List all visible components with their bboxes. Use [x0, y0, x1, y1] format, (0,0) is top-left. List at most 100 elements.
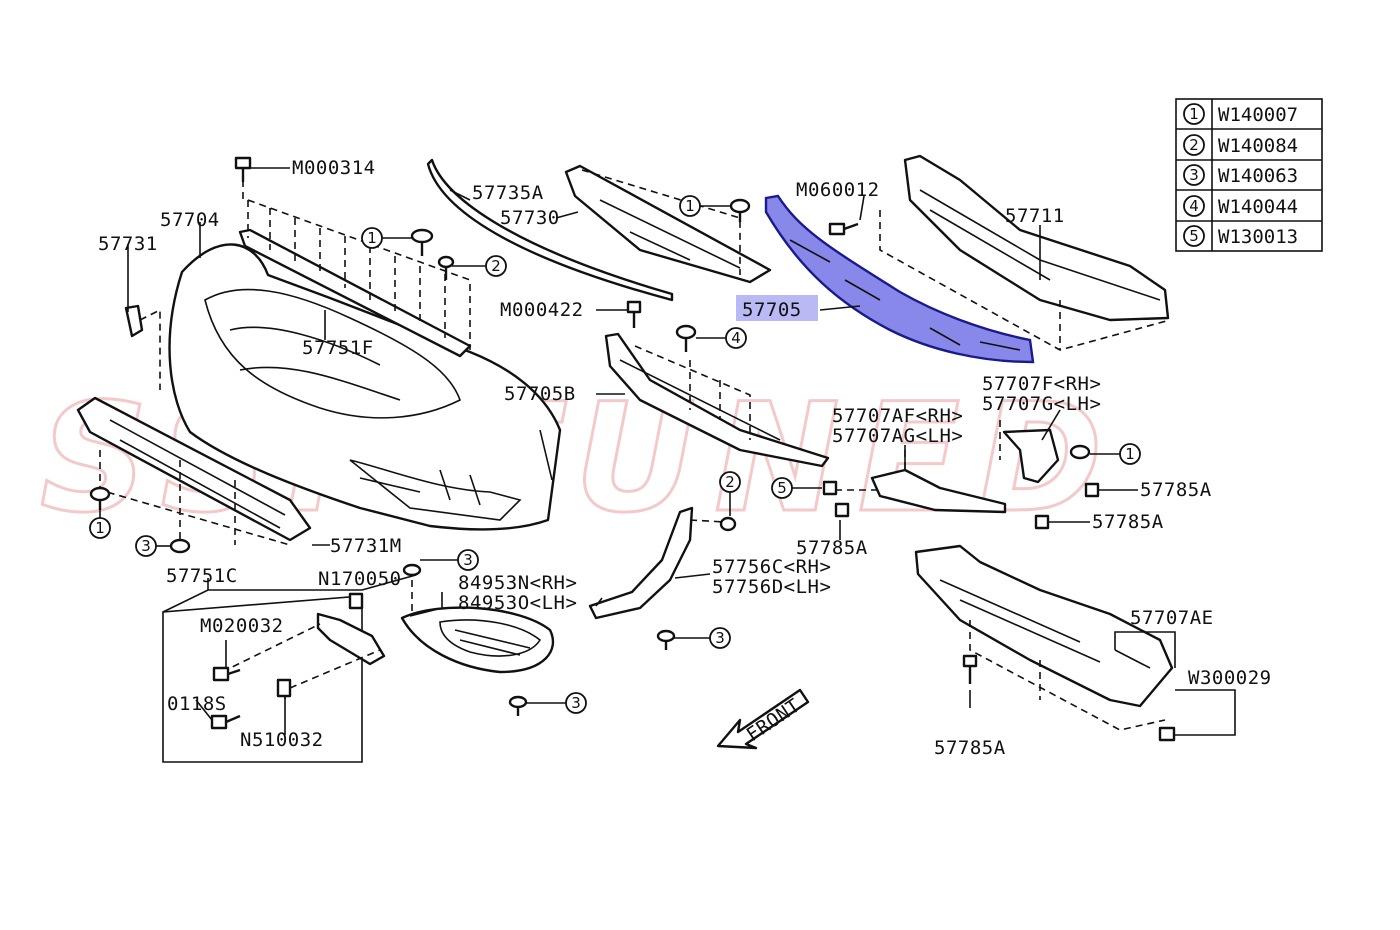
clip-icon [402, 563, 422, 577]
clip-icon [169, 538, 191, 554]
svg-text:3: 3 [463, 551, 473, 569]
callout-4: 4 [696, 327, 747, 349]
label-m060012: M060012 [796, 179, 880, 201]
label-m000314: M000314 [292, 157, 376, 179]
svg-text:W140084: W140084 [1218, 135, 1298, 157]
undercover-57707ae [914, 544, 1174, 731]
clip-icon [656, 629, 676, 650]
side-bracket-57707f [999, 420, 1060, 484]
callout-5: 5 [771, 477, 822, 499]
clip-icon [675, 324, 697, 352]
clip-icon [508, 695, 528, 716]
reinforcement-57711 [879, 154, 1171, 351]
svg-text:2: 2 [725, 473, 735, 491]
clip-icon [719, 516, 737, 532]
bolt-icon [212, 666, 241, 682]
label-57756c: 57756C<RH> [712, 556, 831, 578]
label-57705b: 57705B [504, 383, 576, 405]
svg-text:1: 1 [95, 519, 105, 537]
legend-row: 3 W140063 [1183, 164, 1298, 187]
label-n510032: N510032 [240, 729, 324, 751]
grille-strip-57751f [238, 180, 472, 358]
label-57735a: 57735A [472, 182, 544, 204]
highlight-label-bg [736, 295, 818, 321]
label-57730: 57730 [500, 207, 560, 229]
legend-table: 1 W140007 2 W140084 3 W140063 4 W140044 … [1175, 98, 1323, 252]
label-84953n: 84953N<RH> [458, 572, 577, 594]
bolt-icon [234, 156, 252, 182]
legend-row: 4 W140044 [1183, 195, 1298, 218]
label-57785a: 57785A [796, 537, 868, 559]
callout-1: 1 [679, 195, 730, 217]
callout-1: 1 [361, 227, 412, 249]
bumper-cover-57704 [168, 243, 562, 531]
svg-text:2: 2 [1189, 136, 1199, 154]
clip-icon [729, 198, 751, 222]
callout-2: 2 [719, 471, 741, 516]
label-57785a: 57785A [934, 737, 1006, 759]
label-57785a: 57785A [1140, 479, 1212, 501]
callout-3: 3 [674, 627, 731, 649]
front-label: FRONT [742, 695, 804, 747]
legend-row: 1 W140007 [1183, 103, 1298, 126]
clip-icon [410, 228, 434, 256]
bolt-icon [1084, 482, 1100, 498]
callout-1: 1 [1090, 443, 1141, 465]
label-57785a: 57785A [1092, 511, 1164, 533]
label-57704: 57704 [160, 209, 220, 231]
label-0118s: 0118S [167, 693, 227, 715]
label-57707af: 57707AF<RH> [832, 405, 963, 427]
fog-cover-84953n [400, 580, 555, 674]
part-labels: M000314 57735A 57730 M060012 57711 57704… [98, 157, 1272, 759]
callout-3: 3 [420, 549, 479, 571]
fastener-icons [89, 156, 1176, 742]
nut-icon [276, 678, 292, 698]
label-57731m: 57731M [330, 535, 402, 557]
svg-text:W130013: W130013 [1218, 226, 1298, 248]
svg-text:5: 5 [777, 479, 787, 497]
svg-text:5: 5 [1189, 227, 1199, 245]
legend-row: 5 W130013 [1183, 225, 1298, 248]
front-arrow: FRONT [716, 688, 810, 750]
svg-text:W140063: W140063 [1218, 165, 1298, 187]
svg-text:3: 3 [1189, 166, 1199, 184]
part-57730 [564, 164, 772, 284]
callout-1: 1 [89, 510, 111, 539]
svg-text:1: 1 [367, 229, 377, 247]
energy-absorber-57705 [764, 194, 1035, 364]
bolt-icon [962, 654, 978, 684]
clip-icon [89, 486, 111, 510]
label-m000422: M000422 [500, 299, 584, 321]
lower-strip-57751c [76, 396, 312, 546]
label-w300029: W300029 [1188, 667, 1272, 689]
legend-row: 2 W140084 [1183, 134, 1298, 157]
svg-text:3: 3 [141, 537, 151, 555]
part-57731 [124, 304, 161, 390]
label-84953o: 84953O<LH> [458, 592, 577, 614]
svg-text:4: 4 [731, 329, 741, 347]
svg-text:1: 1 [1189, 105, 1199, 123]
svg-text:3: 3 [715, 629, 725, 647]
bolt-icon [828, 222, 859, 236]
label-57731: 57731 [98, 233, 158, 255]
bolt-icon [626, 300, 642, 328]
callout-3: 3 [526, 692, 587, 714]
clip-icon [1158, 726, 1176, 742]
svg-text:4: 4 [1189, 197, 1199, 215]
part-57735a [426, 158, 674, 302]
label-57756d: 57756D<LH> [712, 576, 831, 598]
label-57751f: 57751F [302, 337, 374, 359]
label-57711: 57711 [1005, 205, 1065, 227]
svg-text:1: 1 [1125, 445, 1135, 463]
svg-text:W140007: W140007 [1218, 104, 1298, 126]
label-n170050: N170050 [318, 568, 402, 590]
bolt-icon [834, 502, 850, 518]
bracket-57756c [588, 506, 726, 620]
label-57707f: 57707F<RH> [982, 373, 1101, 395]
label-57705: 57705 [742, 299, 802, 321]
callout-2: 2 [452, 255, 507, 277]
callout-3: 3 [135, 535, 172, 557]
nut-icon [348, 592, 364, 610]
